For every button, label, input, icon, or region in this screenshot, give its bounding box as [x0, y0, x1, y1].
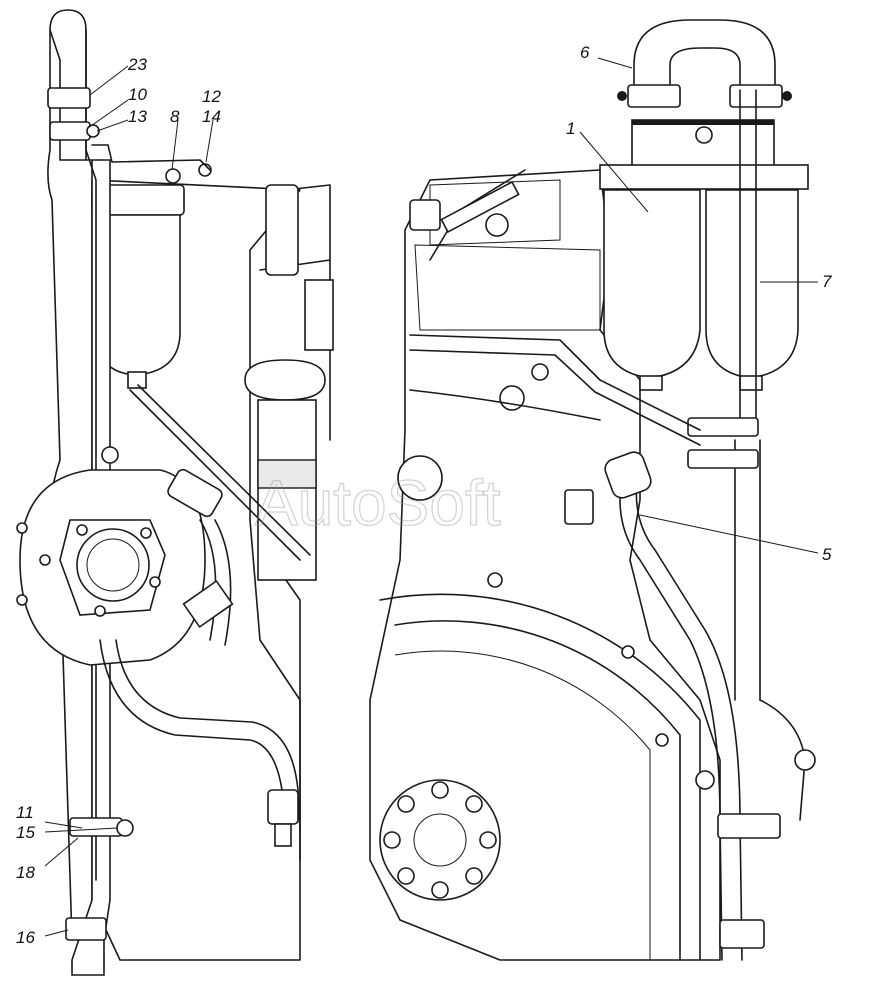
callout-12: 12: [202, 87, 221, 106]
right-drain-pipe: [564, 417, 816, 961]
callout-16: 16: [16, 928, 35, 947]
flywheel-bolts: [383, 781, 497, 899]
callout-14: 14: [202, 107, 221, 126]
bolt-15: [116, 819, 134, 837]
callout-5: 5: [822, 545, 832, 564]
lower-pipes: [99, 468, 301, 847]
oil-filler-neck: [244, 184, 334, 861]
watermark: AutoSoft: [255, 467, 501, 539]
clamp-23: [47, 87, 91, 109]
callout-8: 8: [170, 107, 180, 126]
filter-1-body: [603, 189, 701, 379]
callout-7: 7: [822, 272, 832, 291]
filter-7-body: [705, 189, 799, 379]
flywheel: [379, 363, 715, 961]
callout-15: 15: [16, 823, 35, 842]
callout-13: 13: [128, 107, 147, 126]
turbocharger: [16, 446, 206, 666]
left-fuel-filter: [91, 163, 212, 389]
linkages: [129, 169, 701, 561]
clamp-6-left: [627, 84, 681, 108]
callout-11: 11: [16, 803, 34, 822]
callout-1: 1: [566, 119, 575, 138]
callout-23: 23: [127, 55, 147, 74]
callout-10: 10: [128, 85, 147, 104]
hose-16: [65, 917, 107, 941]
clamp-10: [49, 121, 91, 141]
right-filters: [599, 19, 809, 431]
leader-lines: [44, 57, 819, 937]
callout-6: 6: [580, 43, 590, 62]
callout-labels: 23 10 13 8 12 14 6 1 7 5 11 15 18 16: [16, 43, 832, 947]
callout-18: 18: [16, 863, 35, 882]
